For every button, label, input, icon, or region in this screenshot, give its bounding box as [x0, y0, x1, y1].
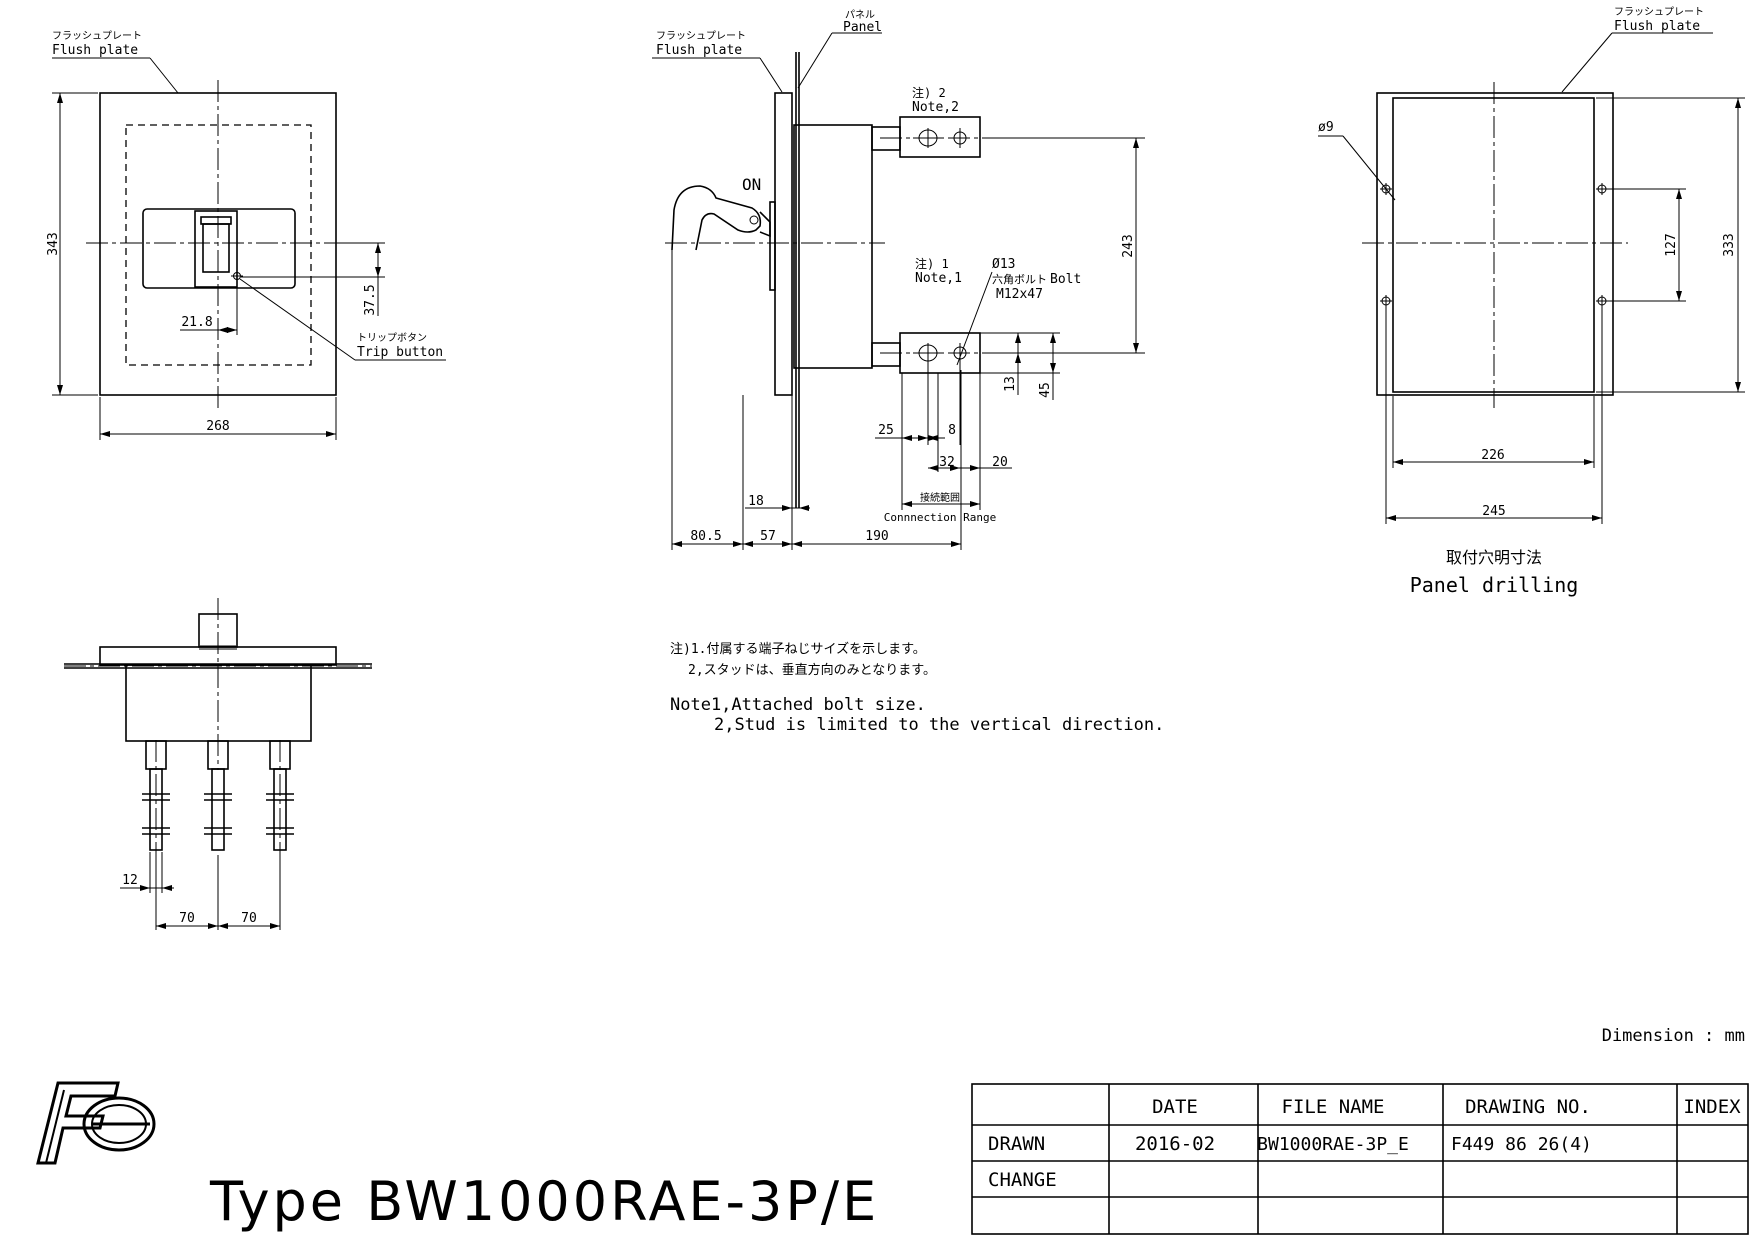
drilling-flush-plate-label-jp: フラッシュプレート: [1614, 6, 1704, 18]
panel-drilling-title-jp: 取付穴明寸法: [1446, 548, 1542, 567]
flush-plate-label-jp: フラッシュプレート: [52, 30, 142, 42]
mounting-hole-diameter: ø9: [1318, 120, 1334, 135]
side-flush-plate-label-en: Flush plate: [656, 43, 742, 58]
terminal-stud-right: [266, 740, 294, 855]
header-file-name: FILE NAME: [1282, 1096, 1385, 1118]
bottom-view: 70 70 12: [64, 598, 372, 930]
dim-trip-offset-x: 21.8: [181, 315, 212, 330]
dim-trip-offset-y: 37.5: [363, 284, 378, 315]
notes-block: 注)1.付属する端子ねじサイズを示します。 2,スタッドは、垂直方向のみとなりま…: [670, 641, 1164, 735]
bottom-terminal-stub: [871, 342, 901, 367]
dim-hole-vertical-pitch: 127: [1664, 233, 1679, 256]
row-drawn-file-name: BW1000RAE-3P_E: [1257, 1134, 1409, 1155]
header-drawing-no: DRAWING NO.: [1465, 1096, 1591, 1118]
dim-plate-width: 268: [206, 419, 229, 434]
header-index: INDEX: [1683, 1096, 1741, 1118]
fe-logo-icon: [36, 1081, 156, 1165]
dim-8: 8: [948, 423, 956, 438]
dim-pole-pitch-2: 70: [241, 911, 257, 926]
on-position-label: ON: [742, 175, 761, 194]
row-drawn-date: 2016-02: [1135, 1133, 1215, 1155]
connection-range-label-en: Connnection Range: [884, 511, 997, 524]
drilling-flush-plate-label-en: Flush plate: [1614, 19, 1700, 34]
note2-label-en: Note,2: [912, 100, 959, 115]
handle-base: [769, 201, 776, 291]
note2-label-jp: 注) 2: [912, 85, 946, 100]
note1-label-jp: 注) 1: [915, 256, 949, 271]
dim-bar-width: 45: [1038, 382, 1053, 398]
dim-terminal-pitch: 243: [1121, 234, 1136, 257]
connection-range-label-jp: 接続範囲: [920, 491, 960, 504]
dim-handle-length: 80.5: [690, 529, 721, 544]
drilling-flush-plate-outline: [1376, 92, 1614, 396]
trip-button-label-jp: トリップボタン: [357, 332, 427, 344]
note-jp-line-2: 2,スタッドは、垂直方向のみとなります。: [688, 662, 936, 678]
handle-escutcheon: [142, 208, 296, 289]
dim-stud-width: 12: [122, 873, 138, 888]
top-terminal-bar: [899, 116, 981, 158]
bolt-label-jp: 六角ボルト: [992, 273, 1047, 286]
panel-drilling-title-en: Panel drilling: [1410, 573, 1579, 597]
dim-plate-to-panel: 57: [760, 529, 776, 544]
panel-drilling-view: ø9 127 333 226 245 フラッシュプレート Flush plate…: [1318, 6, 1745, 597]
side-flush-plate-label-jp: フラッシュプレート: [656, 30, 746, 42]
note1-label-en: Note,1: [915, 271, 962, 286]
panel-label-jp: パネル: [845, 9, 875, 21]
dim-cutout-width: 226: [1481, 448, 1504, 463]
dim-body-depth: 190: [865, 529, 888, 544]
side-breaker-body: [793, 124, 873, 369]
dim-cutout-height: 333: [1722, 233, 1737, 256]
handle-slot: [202, 223, 230, 273]
bolt-diameter: Ø13: [992, 257, 1015, 272]
title-block-table: DATE FILE NAME DRAWING NO. INDEX DRAWN 2…: [971, 1083, 1749, 1235]
bolt-size: M12x47: [996, 287, 1043, 302]
dim-hole-horizontal-pitch: 245: [1482, 504, 1505, 519]
row-drawn-drawing-no: F449 86 26(4): [1451, 1134, 1592, 1155]
terminal-stud-center: [204, 740, 232, 851]
row-change-label: CHANGE: [988, 1169, 1057, 1191]
side-flush-plate: [774, 92, 793, 396]
dim-25: 25: [878, 423, 894, 438]
dimension-unit-label: Dimension : mm: [1602, 1026, 1745, 1046]
flush-plate-label-en: Flush plate: [52, 43, 138, 58]
trip-button-label-en: Trip button: [357, 345, 443, 360]
front-view: 343 268 37.5 21.8 トリップボタン Trip button フラ…: [46, 30, 446, 440]
handle-lever: [671, 185, 771, 251]
dim-pole-pitch-1: 70: [179, 911, 195, 926]
dim-bolt-offset: 13: [1003, 376, 1018, 392]
bolt-label-en: Bolt: [1050, 272, 1081, 287]
dim-32: 32: [939, 455, 955, 470]
header-date: DATE: [1152, 1096, 1198, 1118]
dim-20: 20: [992, 455, 1008, 470]
type-title: Type BW1000RAE-3P/E: [209, 1170, 879, 1233]
note-en-line-1: Note1,Attached bolt size.: [670, 695, 926, 715]
handle-top: [200, 216, 232, 225]
panel-label-en: Panel: [843, 20, 882, 35]
row-drawn-label: DRAWN: [988, 1133, 1045, 1155]
dim-plate-height: 343: [46, 232, 61, 255]
side-view: ON 243 13: [652, 9, 1145, 550]
dim-panel-thickness: 18: [748, 494, 764, 509]
note-en-line-2: 2,Stud is limited to the vertical direct…: [714, 715, 1164, 735]
terminal-stud-left: [142, 740, 170, 855]
handle-frame: [194, 210, 238, 288]
note-jp-line-1: 注)1.付属する端子ねじサイズを示します。: [670, 641, 926, 657]
